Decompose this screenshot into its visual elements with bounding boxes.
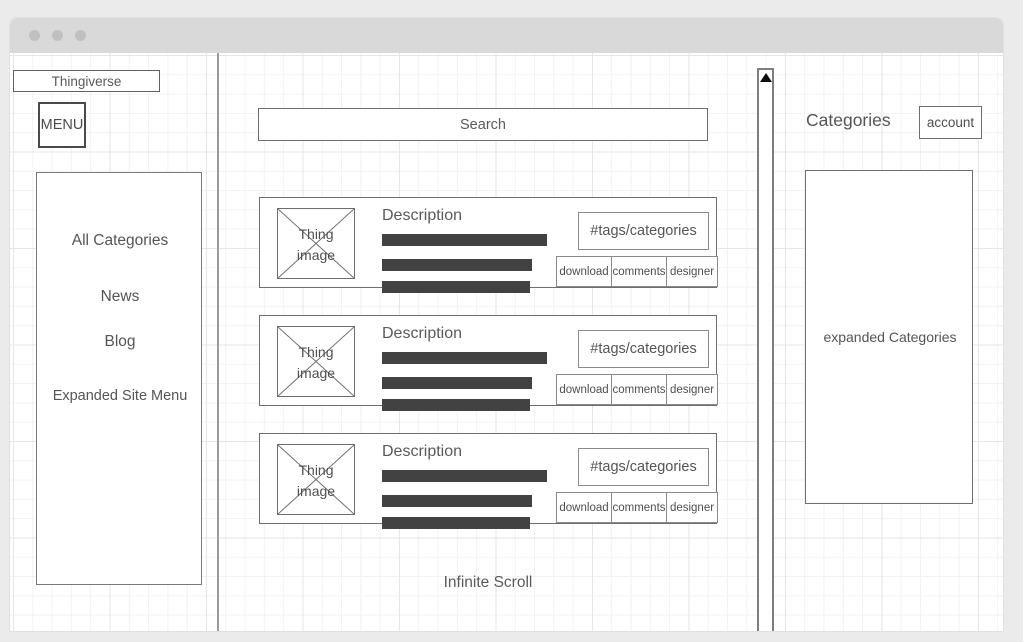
- maximize-dot-icon[interactable]: [75, 30, 86, 41]
- thing-card[interactable]: Thing image Description #tags/categories…: [259, 197, 718, 293]
- minimize-dot-icon[interactable]: [52, 30, 63, 41]
- meta-comments-cell[interactable]: comments: [611, 374, 666, 405]
- thing-image-placeholder: [277, 444, 355, 515]
- thing-image-placeholder: [277, 326, 355, 397]
- categories-heading: Categories: [806, 110, 891, 130]
- description-placeholder-bar: [382, 399, 530, 411]
- meta-download-cell[interactable]: download: [556, 374, 611, 405]
- thing-description-title: Description: [382, 443, 463, 460]
- thing-meta-row: download comments designer: [556, 492, 718, 523]
- tags-categories-button[interactable]: #tags/categories: [578, 212, 709, 250]
- window-titlebar: [10, 18, 1003, 53]
- menu-button[interactable]: MENU: [38, 102, 86, 148]
- tags-categories-button[interactable]: #tags/categories: [578, 448, 709, 486]
- meta-designer-cell[interactable]: designer: [666, 374, 718, 405]
- column-divider-left: [217, 53, 219, 631]
- meta-comments-cell[interactable]: comments: [611, 492, 666, 523]
- account-button[interactable]: account: [919, 106, 982, 139]
- sidebar-item-news[interactable]: News: [100, 288, 140, 305]
- meta-designer-cell[interactable]: designer: [666, 492, 718, 523]
- close-dot-icon[interactable]: [29, 30, 40, 41]
- tags-categories-button[interactable]: #tags/categories: [578, 330, 709, 368]
- sidebar-item-blog[interactable]: Blog: [104, 333, 136, 350]
- browser-tab-thingiverse[interactable]: Thingiverse: [13, 70, 160, 92]
- description-placeholder-bar: [382, 470, 547, 482]
- expanded-site-menu-label: Expanded Site Menu: [52, 388, 188, 404]
- description-placeholder-bar: [382, 495, 532, 507]
- description-placeholder-bar: [382, 234, 547, 246]
- description-placeholder-bar: [382, 377, 532, 389]
- thing-description-title: Description: [382, 325, 463, 342]
- thing-image-placeholder: [277, 208, 355, 279]
- triangle-up-icon[interactable]: [759, 73, 772, 82]
- expanded-categories-label: expanded Categories: [823, 329, 957, 345]
- thing-card[interactable]: Thing image Description #tags/categories…: [259, 433, 718, 529]
- browser-window: Thingiverse MENU All Categories News Blo…: [10, 18, 1003, 631]
- wireframe-canvas: Thingiverse MENU All Categories News Blo…: [10, 53, 1003, 631]
- description-placeholder-bar: [382, 281, 530, 293]
- vertical-scrollbar[interactable]: [757, 68, 774, 631]
- expanded-site-menu-panel: All Categories News Blog Expanded Site M…: [36, 172, 202, 585]
- description-placeholder-bar: [382, 352, 547, 364]
- sidebar-item-all-categories[interactable]: All Categories: [71, 232, 169, 249]
- expanded-categories-panel: expanded Categories: [805, 170, 973, 504]
- thing-meta-row: download comments designer: [556, 256, 718, 287]
- description-placeholder-bar: [382, 259, 532, 271]
- description-placeholder-bar: [382, 517, 530, 529]
- thing-description-title: Description: [382, 207, 463, 224]
- meta-download-cell[interactable]: download: [556, 492, 611, 523]
- thing-card[interactable]: Thing image Description #tags/categories…: [259, 315, 718, 411]
- infinite-scroll-label: Infinite Scroll: [443, 574, 533, 591]
- meta-comments-cell[interactable]: comments: [611, 256, 666, 287]
- meta-download-cell[interactable]: download: [556, 256, 611, 287]
- meta-designer-cell[interactable]: designer: [666, 256, 718, 287]
- thing-meta-row: download comments designer: [556, 374, 718, 405]
- search-input[interactable]: Search: [258, 108, 708, 141]
